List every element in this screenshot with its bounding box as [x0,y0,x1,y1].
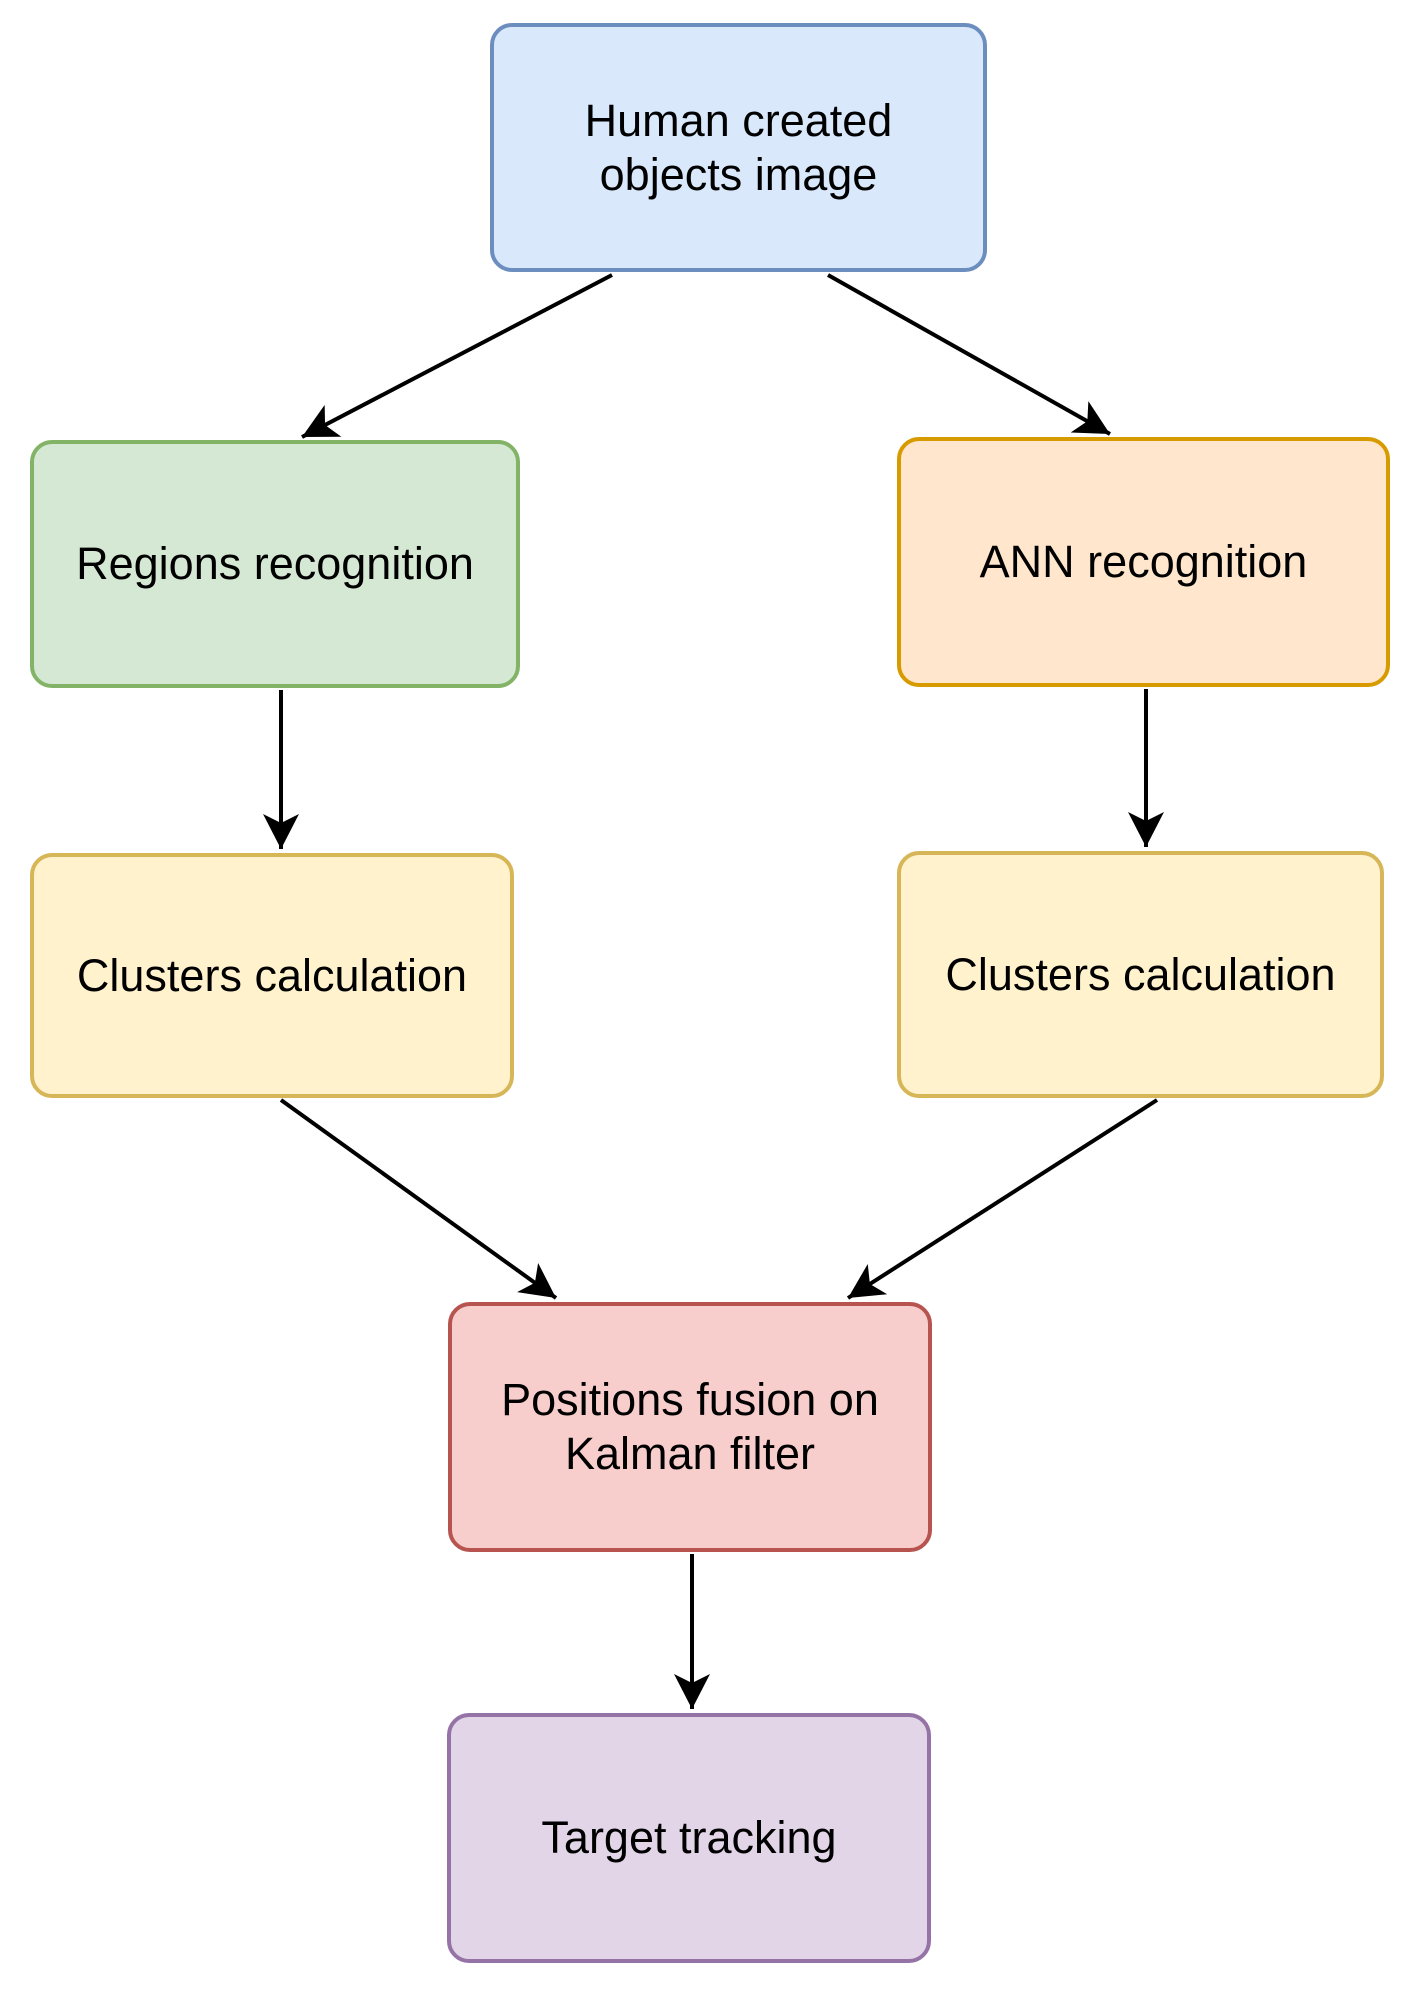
node-target-tracking: Target tracking [447,1713,931,1963]
node-human-created-objects-image: Human created objects image [490,23,987,272]
edge-human-image-to-regions-recognition [301,273,613,439]
node-label-regions-recognition: Regions recognition [76,538,474,589]
node-label-clusters-calculation-right: Clusters calculation [945,948,1336,1000]
edge-human-image-to-ann-recognition [827,273,1111,436]
node-regions-recognition: Regions recognition [30,440,520,688]
edge-clusters-right-to-positions-fusion [846,1098,1159,1300]
node-clusters-calculation-right: Clusters calculation [897,851,1384,1098]
node-ann-recognition: ANN recognition [897,437,1390,687]
node-clusters-calculation-left: Clusters calculation [30,853,514,1098]
edge-clusters-left-to-positions-fusion [279,1098,558,1300]
node-positions-fusion-kalman-filter: Positions fusion on Kalman filter [448,1302,932,1552]
node-label-ann-recognition: ANN recognition [979,536,1308,587]
node-label-clusters-calculation-left: Clusters calculation [76,949,468,1001]
node-label-positions-fusion-kalman-filter: Positions fusion on Kalman filter [501,1374,879,1479]
node-label-target-tracking: Target tracking [541,1812,837,1863]
node-label-human-created-objects-image: Human created objects image [584,94,893,200]
